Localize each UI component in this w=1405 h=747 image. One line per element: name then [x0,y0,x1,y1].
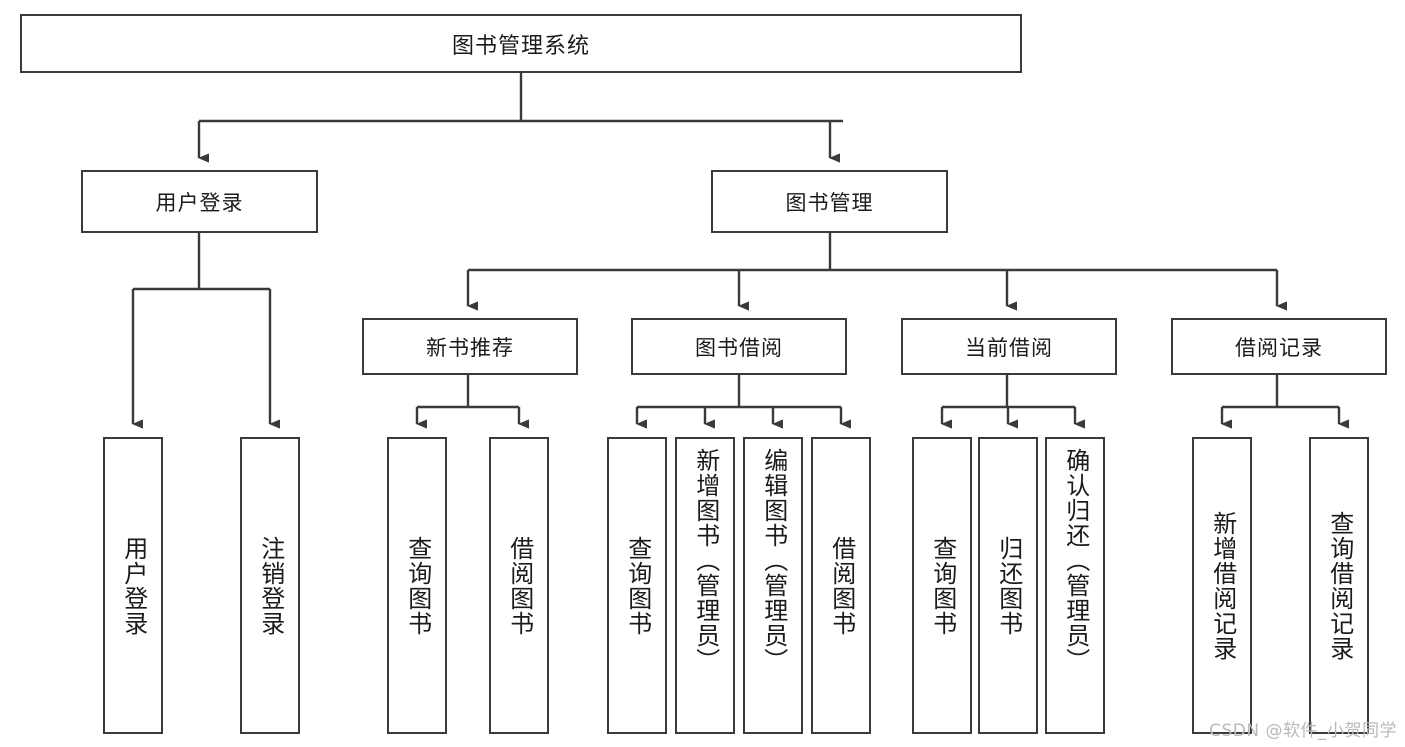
leaf-query-book-new[interactable]: 查询图书 [387,437,447,734]
node-book-management-label: 图书管理 [785,190,874,215]
node-user-login[interactable]: 用户登录 [81,170,318,233]
node-new-book-recommend[interactable]: 新书推荐 [362,318,578,375]
node-borrow-record-label: 借阅记录 [1235,335,1323,360]
leaf-add-borrow-record[interactable]: 新增借阅记录 [1192,437,1252,734]
leaf-borrow-book-borrow-label: 借阅图书 [827,535,856,636]
node-book-borrow[interactable]: 图书借阅 [631,318,847,375]
leaf-borrow-book-new[interactable]: 借阅图书 [489,437,549,734]
node-root[interactable]: 图书管理系统 [20,14,1022,73]
leaf-borrow-book-new-label: 借阅图书 [505,535,534,636]
leaf-query-borrow-record-label: 查询借阅记录 [1325,510,1354,661]
leaf-confirm-return-admin[interactable]: 确认归还（管理员） [1045,437,1105,734]
node-current-borrow[interactable]: 当前借阅 [901,318,1117,375]
leaf-query-borrow-record[interactable]: 查询借阅记录 [1309,437,1369,734]
leaf-add-book-admin[interactable]: 新增图书（管理员） [675,437,735,734]
leaf-return-book-label: 归还图书 [994,535,1023,636]
leaf-query-book-borrow[interactable]: 查询图书 [607,437,667,734]
leaf-add-borrow-record-label: 新增借阅记录 [1208,510,1237,661]
leaf-return-book[interactable]: 归还图书 [978,437,1038,734]
leaf-query-book-borrow-label: 查询图书 [623,535,652,636]
leaf-confirm-return-admin-label: 确认归还（管理员） [1061,448,1090,673]
node-user-login-label: 用户登录 [155,190,244,215]
leaf-user-login[interactable]: 用户登录 [103,437,163,734]
node-book-borrow-label: 图书借阅 [695,335,783,360]
node-book-management[interactable]: 图书管理 [711,170,948,233]
leaf-borrow-book-borrow[interactable]: 借阅图书 [811,437,871,734]
leaf-add-book-admin-label: 新增图书（管理员） [691,448,720,673]
node-current-borrow-label: 当前借阅 [965,335,1053,360]
leaf-edit-book-admin[interactable]: 编辑图书（管理员） [743,437,803,734]
leaf-user-login-label: 用户登录 [119,535,148,636]
leaf-query-book-current-label: 查询图书 [928,535,957,636]
leaf-query-book-new-label: 查询图书 [403,535,432,636]
node-new-book-recommend-label: 新书推荐 [426,335,514,360]
leaf-edit-book-admin-label: 编辑图书（管理员） [759,448,788,673]
node-borrow-record[interactable]: 借阅记录 [1171,318,1387,375]
watermark: CSDN @软件_小贺同学 [1209,721,1397,741]
leaf-query-book-current[interactable]: 查询图书 [912,437,972,734]
leaf-logout-label: 注销登录 [256,535,285,636]
node-root-label: 图书管理系统 [451,33,590,59]
leaf-logout[interactable]: 注销登录 [240,437,300,734]
